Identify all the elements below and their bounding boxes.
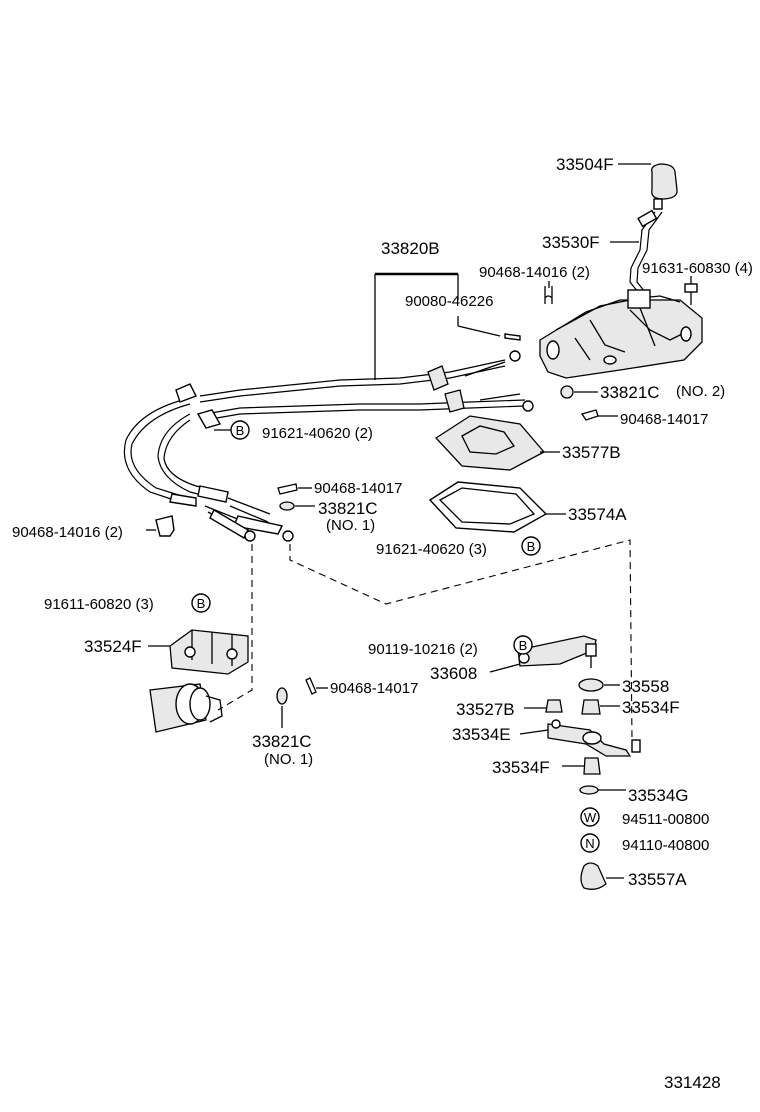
label-bushing-33558: 33558 [622,677,669,696]
label-gasket-33574a: 33574A [568,505,627,524]
lever-33534e-part [519,719,641,757]
label-clip-14017-a: 90468-14017 [620,411,708,428]
label-shift-knob: 33504F [556,155,614,174]
shift-lever-part [610,209,663,293]
circle-n-mark: N [580,833,600,853]
svg-text:B: B [519,638,528,653]
bushing-33557a-part [580,862,624,890]
label-nut-94110: 94110-40800 [622,837,709,854]
bracket-33524f-part [148,629,249,675]
clip-14017-a-part [580,409,618,421]
label-clip-14017-c: 90468-14017 [330,680,418,697]
label-bushing-33534f-a: 33534F [622,698,680,717]
clip-14016-left-part [146,515,175,537]
circle-b-mark-4: B [513,635,533,655]
svg-text:W: W [584,810,597,825]
washer-33534g-part [579,785,626,795]
bushing-33534f-a-part [581,699,620,715]
label-washer-33821c-no1-a: 33821C [318,499,378,518]
pin-90080-part [504,333,521,341]
circle-w-mark: W [580,807,600,827]
label-washer-33821c-no1-a-note: (NO. 1) [326,517,375,534]
label-washer-33821c-no1-b-note: (NO. 1) [264,751,313,768]
label-bushing-33534f-b: 33534F [492,758,550,777]
diagram-id: 331428 [664,1073,721,1092]
label-clip-14017-b: 90468-14017 [314,480,402,497]
washer-33821c-no2-part [560,385,598,399]
bushing-33534f-b-part [562,757,601,775]
label-bushing-33557a: 33557A [628,870,687,889]
label-washer-33534g: 33534G [628,786,689,805]
label-shift-lever: 33530F [542,233,600,252]
svg-text:B: B [197,596,206,611]
label-clip-14016-left: 90468-14016 (2) [12,524,123,541]
shift-knob-part [618,163,678,210]
cable-assembly-part [123,272,534,542]
washer-33821c-no1-a-part [279,501,315,511]
clip-top-part [544,281,553,304]
label-plate-33577b: 33577B [562,443,621,462]
label-pin-90080: 90080-46226 [405,293,493,310]
bolt-91631-part [684,276,698,305]
label-bolt-90119-2: 90119-10216 (2) [368,641,478,658]
transmission-stub-part [149,683,223,733]
label-cable-assy: 33820B [381,239,440,258]
bushing-33527b-part [524,699,563,713]
label-bushing-33527b: 33527B [456,700,515,719]
label-lever-33608: 33608 [430,664,477,683]
label-washer-94511: 94511-00800 [622,811,709,828]
label-bolt-91621-2: 91621-40620 (2) [262,425,373,442]
guide-lines [217,539,633,741]
shifter-housing-part [539,289,703,379]
label-clip-14016-top: 90468-14016 (2) [479,264,590,281]
clip-14017-b-part [277,483,312,495]
lever-33608-part [489,635,597,673]
clip-14017-c-part [305,677,328,695]
label-bolt-91611-3: 91611-60820 (3) [44,596,154,613]
bushing-33558-part [578,678,620,692]
gasket-33574a-part [428,481,566,533]
plate-33577b-part [434,415,560,471]
svg-text:B: B [236,423,245,438]
label-bracket-33524f: 33524F [84,637,142,656]
circle-b-mark-1: B [230,420,250,440]
label-lever-33534e: 33534E [452,725,511,744]
washer-33821c-no1-b-part [276,687,288,728]
label-washer-33821c-no2-note: (NO. 2) [676,383,725,400]
svg-text:B: B [527,539,536,554]
label-bolt-91621-3: 91621-40620 (3) [376,541,487,558]
svg-text:N: N [585,836,594,851]
circle-b-mark-2: B [521,536,541,556]
label-bolt-91631: 91631-60830 (4) [642,260,753,277]
label-washer-33821c-no1-b: 33821C [252,732,312,751]
label-washer-33821c-no2: 33821C [600,383,660,402]
circle-b-mark-3: B [191,593,211,613]
